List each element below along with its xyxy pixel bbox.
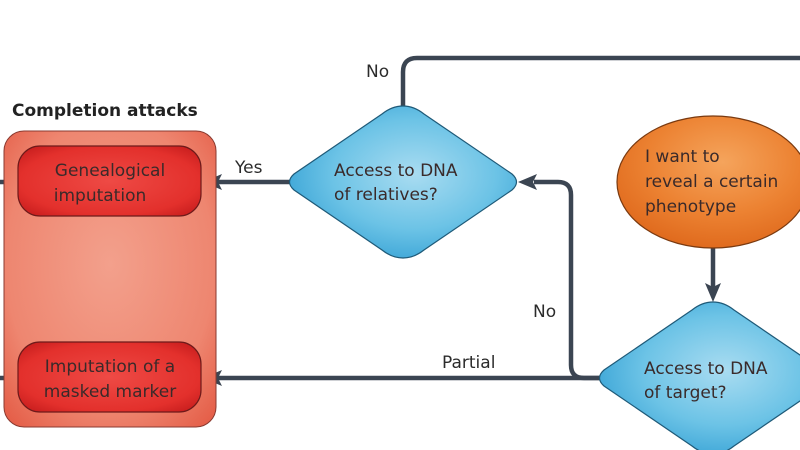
edge-relatives-no — [400, 55, 800, 106]
start-line-3: phenotype — [645, 197, 736, 217]
node-genealogical-line-2: imputation — [54, 186, 147, 206]
start-line-2: reveal a certain — [645, 172, 778, 192]
node-genealogical-imputation[interactable]: Genealogical imputation — [17, 145, 202, 217]
label-relatives-no: No — [366, 62, 389, 82]
label-target-partial: Partial — [442, 353, 495, 373]
edge-target-no — [534, 179, 600, 381]
start-line-1: I want to — [645, 147, 720, 167]
start-node-phenotype[interactable]: I want to reveal a certain phenotype — [616, 115, 800, 249]
decision-relatives-line-2: of relatives? — [334, 185, 438, 205]
arrowhead-start — [705, 283, 721, 302]
group-title: Completion attacks — [12, 101, 198, 121]
label-relatives-yes: Yes — [234, 158, 263, 178]
node-masked-line-2: masked marker — [44, 382, 176, 402]
decision-target-line-2: of target? — [644, 383, 727, 403]
node-genealogical-line-1: Genealogical — [55, 161, 165, 181]
decision-access-dna-relatives[interactable]: Access to DNA of relatives? — [288, 105, 518, 259]
decision-target-line-1: Access to DNA — [644, 359, 768, 379]
node-masked-line-1: Imputation of a — [45, 357, 175, 377]
node-imputation-masked-marker[interactable]: Imputation of a masked marker — [17, 341, 202, 413]
arrowhead-no — [518, 174, 537, 190]
label-target-no: No — [533, 302, 556, 322]
edges — [0, 55, 800, 386]
decision-access-dna-target[interactable]: Access to DNA of target? — [598, 301, 800, 450]
decision-relatives-line-1: Access to DNA — [334, 161, 458, 181]
